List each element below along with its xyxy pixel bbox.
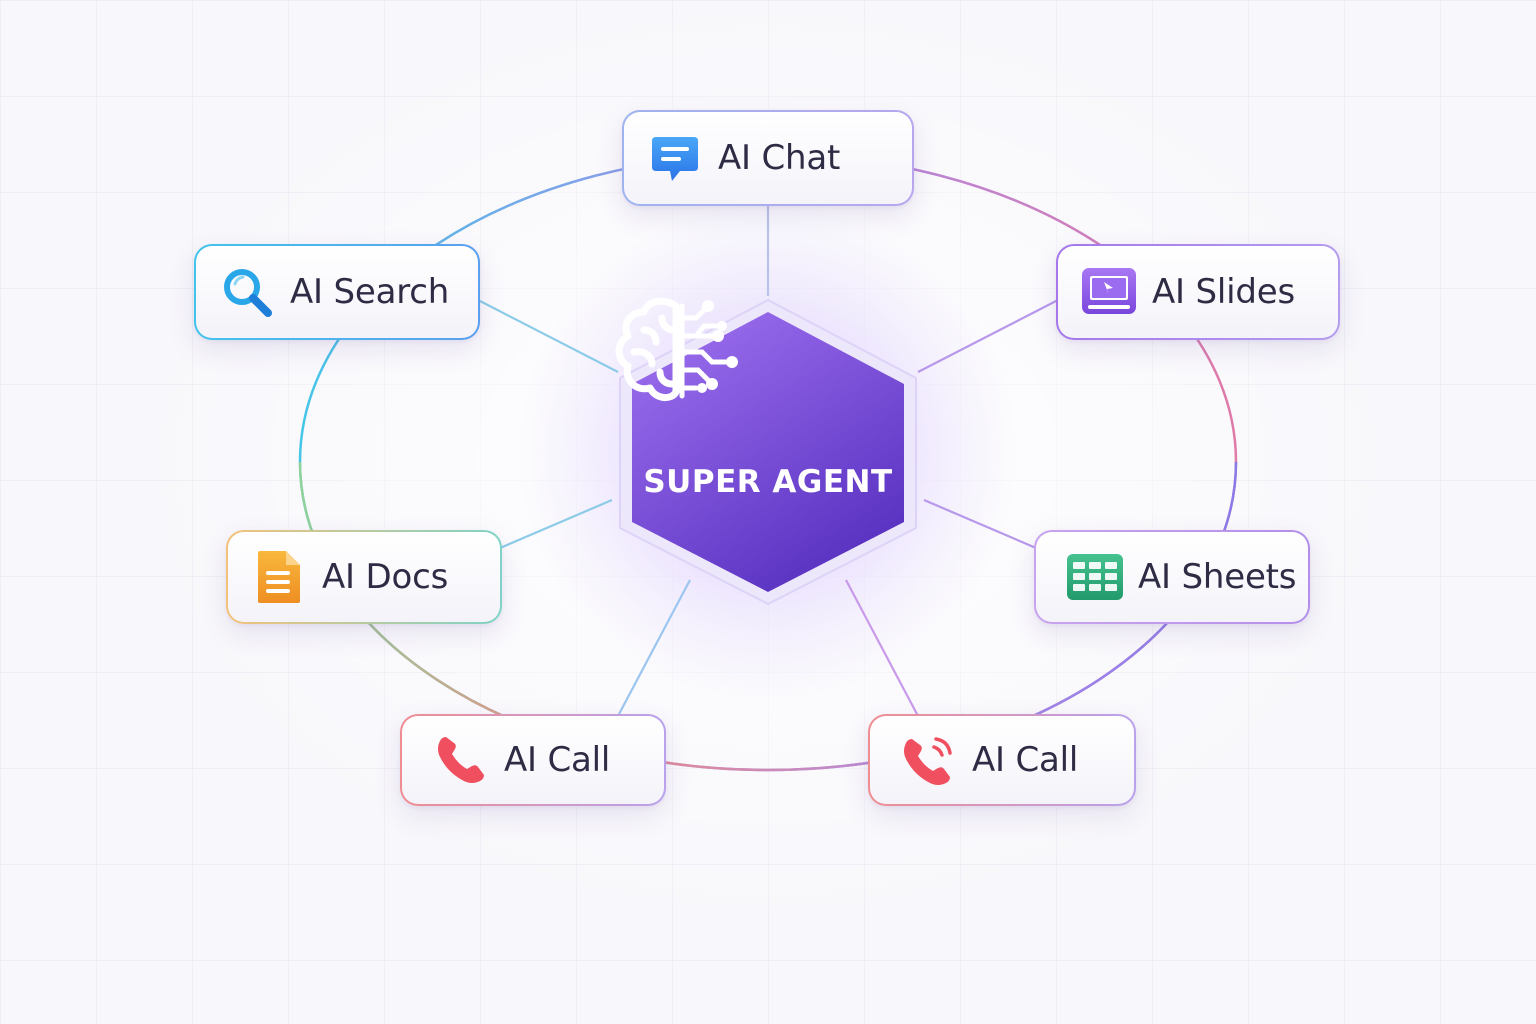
node-label: AI Slides [1152,272,1295,312]
node-label: AI Search [290,272,450,312]
node-ai-sheets[interactable]: AI Sheets [1034,530,1310,624]
spoke-call-left [617,579,691,717]
chat-bubble-icon [646,129,704,187]
phone-ringing-icon [900,731,958,789]
spoke-search [477,299,619,373]
node-ai-docs[interactable]: AI Docs [226,530,502,624]
node-ai-call-right[interactable]: AI Call [868,714,1136,806]
phone-icon [432,731,490,789]
node-ai-call-left[interactable]: AI Call [400,714,666,806]
node-ai-chat[interactable]: AI Chat [622,110,914,206]
hub-title: SUPER AGENT [643,464,893,500]
spokes [477,206,1059,717]
spoke-call-right [845,579,919,717]
presentation-icon [1080,263,1138,321]
node-ai-slides[interactable]: AI Slides [1056,244,1340,340]
spreadsheet-icon [1066,548,1124,606]
document-icon [250,548,308,606]
brain-circuit-icon [615,297,738,401]
spoke-slides [917,299,1059,373]
hub-hexagon [619,298,917,606]
node-ai-search[interactable]: AI Search [194,244,480,340]
node-label: AI Sheets [1138,557,1297,597]
spoke-sheets [923,498,1037,550]
super-agent-hub[interactable]: SUPER AGENT [612,296,924,608]
node-label: AI Call [504,740,611,780]
node-label: AI Call [972,740,1079,780]
spoke-docs [499,498,613,550]
node-label: AI Docs [322,557,449,597]
search-icon [218,263,276,321]
node-label: AI Chat [718,138,841,178]
